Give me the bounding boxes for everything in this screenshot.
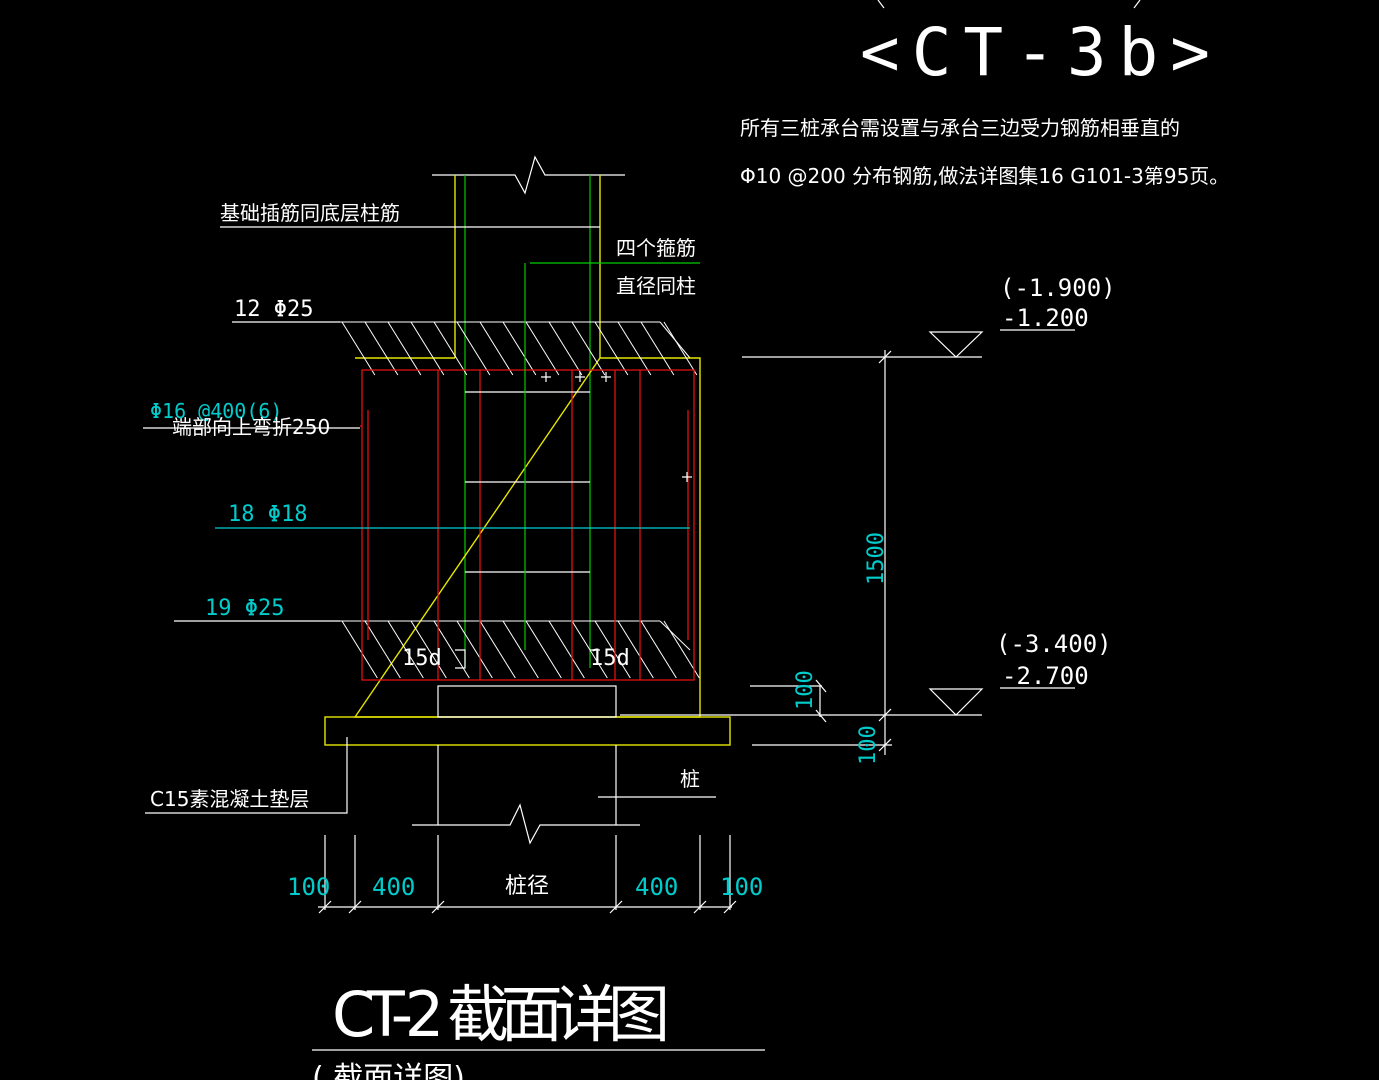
label-cushion: C15素混凝土垫层 <box>150 787 309 811</box>
dim-cushion: 100 <box>856 725 881 765</box>
hatch-line <box>548 620 585 679</box>
hatch-line <box>594 620 631 679</box>
hatch-line <box>387 321 422 376</box>
hatch-line <box>594 321 629 376</box>
hatch-line <box>410 620 447 679</box>
dim-d4: 400 <box>635 873 678 901</box>
label-bottom-bars: 19 Φ25 <box>205 596 284 621</box>
hatch-line <box>502 321 537 376</box>
hatch-line <box>341 321 376 376</box>
hatch-line <box>364 620 401 679</box>
hatch-top <box>340 321 698 376</box>
hatch-line <box>479 321 514 376</box>
label-top-bars: 12 Φ25 <box>234 297 313 322</box>
rebar-cage <box>360 369 695 681</box>
drawing-title-below: ( 截面详图) <box>312 1061 465 1080</box>
leaders <box>143 226 716 814</box>
drawing-title: CT-2 截面详图 <box>332 978 670 1051</box>
label-anchor-right: 15d <box>590 646 630 671</box>
dim-d1: 100 <box>287 873 330 901</box>
hatch-line <box>571 620 608 679</box>
hatch-line <box>502 620 539 679</box>
elevation-bottom <box>620 687 1075 716</box>
label-side-bars-b: 端部向上弯折250 <box>172 415 330 439</box>
dim-horizontal <box>318 835 737 914</box>
hatch-line <box>456 321 491 376</box>
label-anchor-left: 15d <box>402 646 442 671</box>
label-four-stirrups-2: 直径同柱 <box>616 274 696 298</box>
note-line-2: Φ10 @200 分布钢筋,做法详图集16 G101-3第95页。 <box>740 164 1229 188</box>
note-line-1: 所有三桩承台需设置与承台三边受力钢筋相垂直的 <box>740 116 1180 140</box>
hatch-line <box>387 620 424 679</box>
hatch-line <box>548 321 583 376</box>
label-column-bar: 基础插筋同底层柱筋 <box>220 201 400 225</box>
hatch-line <box>525 620 562 679</box>
dim-d3: 桩径 <box>505 874 549 899</box>
elevation-bottom-value: -2.700 <box>1002 662 1089 690</box>
hatch-line <box>525 321 560 376</box>
dim-d5: 100 <box>720 873 763 901</box>
label-pile: 桩 <box>680 767 700 791</box>
elevation-top-value: -1.200 <box>1002 304 1089 332</box>
elevation-bottom-paren: (-3.400) <box>996 630 1112 658</box>
bar-markers <box>541 372 692 482</box>
c15-cushion <box>324 716 731 746</box>
elevation-top <box>742 329 1075 358</box>
hatch-line <box>640 321 675 376</box>
column-stub <box>432 155 625 668</box>
label-middle-bars: 18 Φ18 <box>228 502 307 527</box>
dim-height: 1500 <box>864 532 889 585</box>
dim-vertical <box>750 350 892 755</box>
pile <box>412 685 640 845</box>
hatch-line <box>479 620 516 679</box>
label-four-stirrups-1: 四个箍筋 <box>616 236 696 260</box>
top-tag: <CT-3b> <box>860 14 1210 91</box>
hatch-line <box>410 321 445 376</box>
hatch-line <box>433 321 468 376</box>
hatch-line <box>364 321 399 376</box>
hatch-line <box>640 620 677 679</box>
hatch-line <box>617 620 654 679</box>
hatch-line <box>341 620 378 679</box>
hatch-line <box>571 321 606 376</box>
label-side-bars-a: Φ16 @400(6) <box>150 399 282 423</box>
elevation-top-paren: (-1.900) <box>1000 274 1116 302</box>
hatch-bottom <box>340 620 700 679</box>
top-tag-fragment <box>877 0 1141 9</box>
hatch-line <box>663 321 698 376</box>
hatch-line <box>617 321 652 376</box>
hatch-line <box>456 620 493 679</box>
dim-cover: 100 <box>793 670 818 710</box>
dim-d2: 400 <box>372 873 415 901</box>
stirrups <box>455 262 700 669</box>
